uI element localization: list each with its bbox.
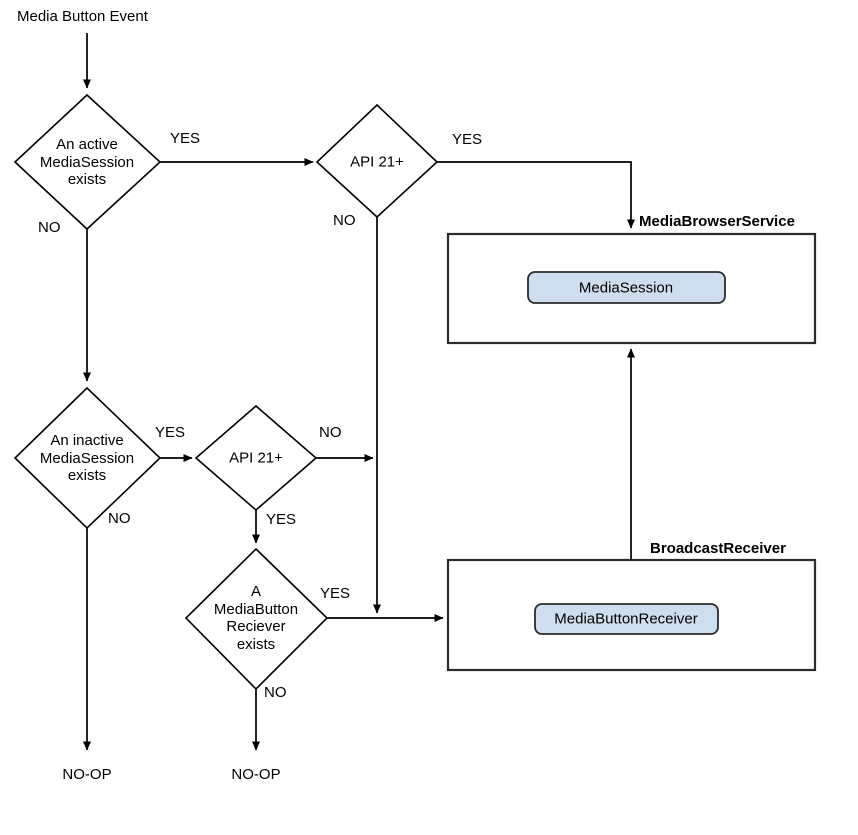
decision-active-session-shape [13,93,162,231]
media-button-receiver-chip-shape [534,603,719,635]
media-browser-service-title: MediaBrowserService [639,213,795,230]
decision-api21-bottom-shape [194,404,318,512]
edge-label-receiver-no: NO [264,684,287,701]
broadcast-receiver-title: BroadcastReceiver [650,540,786,557]
decision-inactive-session-shape [13,386,162,530]
edge-label-api21-top-no: NO [333,212,356,229]
edge-label-api21-top-yes: YES [452,131,483,148]
edge-label-receiver-yes: YES [320,585,351,602]
media-session-chip-shape [527,271,726,304]
edge-label-inactive-no: NO [108,510,131,527]
edge-api21-top-yes-to-media-browser-service [437,161,635,229]
edge-label-api21-bottom-no: NO [319,424,342,441]
edge-label-api21-bottom-yes: YES [266,511,297,528]
edge-label-inactive-yes: YES [155,424,186,441]
decision-mediabutton-receiver-shape [184,547,329,691]
edge-label-active-no: NO [38,219,61,236]
terminal-noop-left: NO-OP [62,766,112,783]
edge-label-active-yes: YES [170,130,201,147]
decision-api21-top-shape [315,103,439,219]
start-label: Media Button Event [17,8,148,25]
terminal-noop-middle: NO-OP [231,766,281,783]
